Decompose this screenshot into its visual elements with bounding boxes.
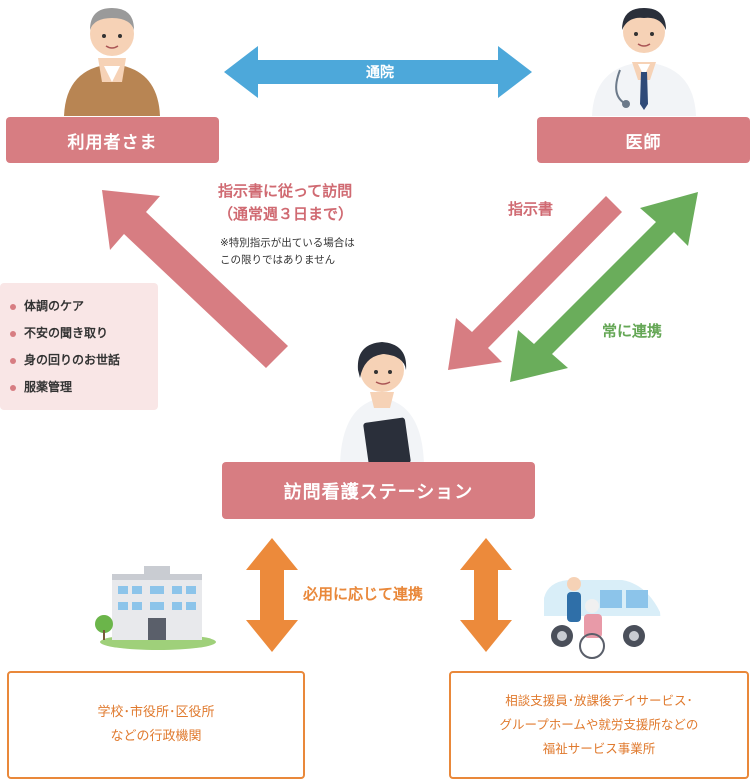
as-needed-link-label: 必用に応じて連携 [303, 585, 424, 603]
hospital-visit-label-wrap: 通院 [340, 62, 420, 82]
hospital-visit-arrow [224, 46, 532, 98]
visit-instruction-note: ※特別指示が出ている場合は この限りではありません [220, 235, 355, 269]
welfare-link-arrow [460, 538, 512, 652]
visit-instruction-line1: 指示書に従って訪問 [218, 182, 353, 200]
bullet-icon [10, 330, 16, 337]
patient-label-box: 利用者さま [6, 117, 219, 163]
care-list: 体調のケア 不安の聞き取り 身の回りのお世話 服薬管理 [0, 283, 158, 401]
care-item: 不安の聞き取り [10, 320, 158, 347]
visit-note-line1: ※特別指示が出ている場合は [220, 237, 355, 249]
constant-link-arrow [510, 192, 698, 382]
admin-line2: などの行政機関 [110, 729, 202, 744]
bullet-icon [10, 384, 16, 391]
care-item: 身の回りのお世話 [10, 347, 158, 374]
care-item: 体調のケア [10, 293, 158, 320]
bullet-icon [10, 357, 16, 364]
welfare-line1: 相談支援員･放課後デイサービス･ [505, 693, 693, 708]
station-label: 訪問看護ステーション [283, 481, 474, 503]
bullet-icon [10, 303, 16, 310]
care-items-box: 体調のケア 不安の聞き取り 身の回りのお世話 服薬管理 [0, 283, 158, 410]
welfare-line2: グループホームや就労支援所などの [499, 717, 699, 732]
visit-arrow [102, 190, 288, 368]
instruction-arrow [448, 196, 622, 370]
visit-instruction-title: 指示書に従って訪問 （通常週３日まで） [218, 180, 353, 226]
admin-link-arrow [246, 538, 298, 652]
station-label-box: 訪問看護ステーション [222, 462, 535, 519]
welfare-line3: 福祉サービス事業所 [542, 741, 656, 756]
care-item: 服薬管理 [10, 374, 158, 401]
patient-label: 利用者さま [67, 132, 158, 153]
instruction-label: 指示書 [508, 200, 554, 218]
constant-link-label: 常に連携 [602, 322, 663, 340]
admin-line1: 学校･市役所･区役所 [97, 705, 215, 720]
hospital-visit-label: 通院 [366, 65, 394, 81]
doctor-label-box: 医師 [537, 117, 750, 163]
doctor-label: 医師 [625, 132, 662, 153]
admin-agencies-box: 学校･市役所･区役所 などの行政機関 [7, 671, 305, 779]
visit-instruction-line2: （通常週３日まで） [218, 205, 354, 223]
visit-note-line2: この限りではありません [220, 254, 336, 266]
welfare-services-box: 相談支援員･放課後デイサービス･ グループホームや就労支援所などの 福祉サービス… [449, 671, 749, 779]
